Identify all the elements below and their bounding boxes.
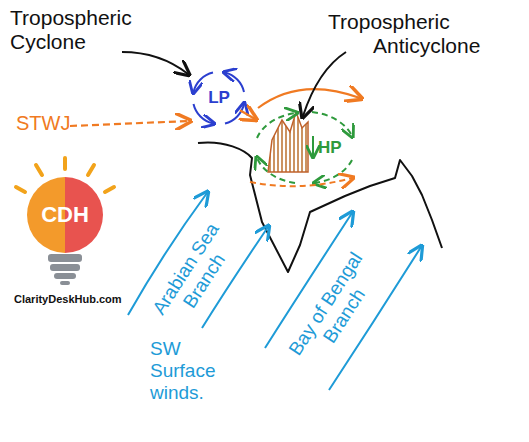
jet-label: STWJ	[16, 112, 70, 135]
high-pressure-node: HP	[255, 112, 355, 184]
bulb-base	[48, 254, 82, 285]
wind-label: SW Surface winds.	[150, 338, 242, 404]
branch-label: Arabian Sea Branch	[145, 214, 246, 337]
branch-label: Bay of Bengal Branch	[281, 243, 390, 377]
watermark: ClarityDeskHub.com	[14, 293, 122, 306]
anticyclone-arrow	[312, 112, 352, 136]
jet-arrow	[70, 121, 189, 126]
svg-part	[63, 158, 67, 169]
svg-part	[16, 187, 25, 192]
leader-arrow	[303, 52, 346, 116]
coastline	[198, 142, 442, 272]
callout-label: Tropospheric Anticyclone	[328, 10, 518, 58]
svg-part	[60, 281, 70, 285]
leader-arrow	[122, 52, 188, 74]
svg-part	[88, 165, 94, 175]
svg-part	[48, 254, 82, 262]
node-text: HP	[318, 138, 342, 158]
anticyclone-arrow	[315, 160, 352, 183]
svg-part	[54, 273, 76, 279]
logo-bulb: CDH	[27, 177, 103, 253]
anticyclone-arrow	[257, 113, 296, 138]
outflow-arrow	[250, 178, 352, 186]
flow-arrow	[240, 110, 255, 119]
svg-part	[36, 165, 42, 175]
svg-part	[50, 264, 80, 271]
anticyclone-arrow	[257, 158, 295, 183]
low-pressure-node: LP	[198, 78, 240, 118]
svg-part	[105, 187, 114, 192]
subsidence-arrow	[312, 136, 314, 156]
callout-label: Tropospheric Cyclone	[10, 6, 150, 54]
node-text: CDH	[41, 202, 89, 228]
node-text: LP	[208, 88, 230, 108]
